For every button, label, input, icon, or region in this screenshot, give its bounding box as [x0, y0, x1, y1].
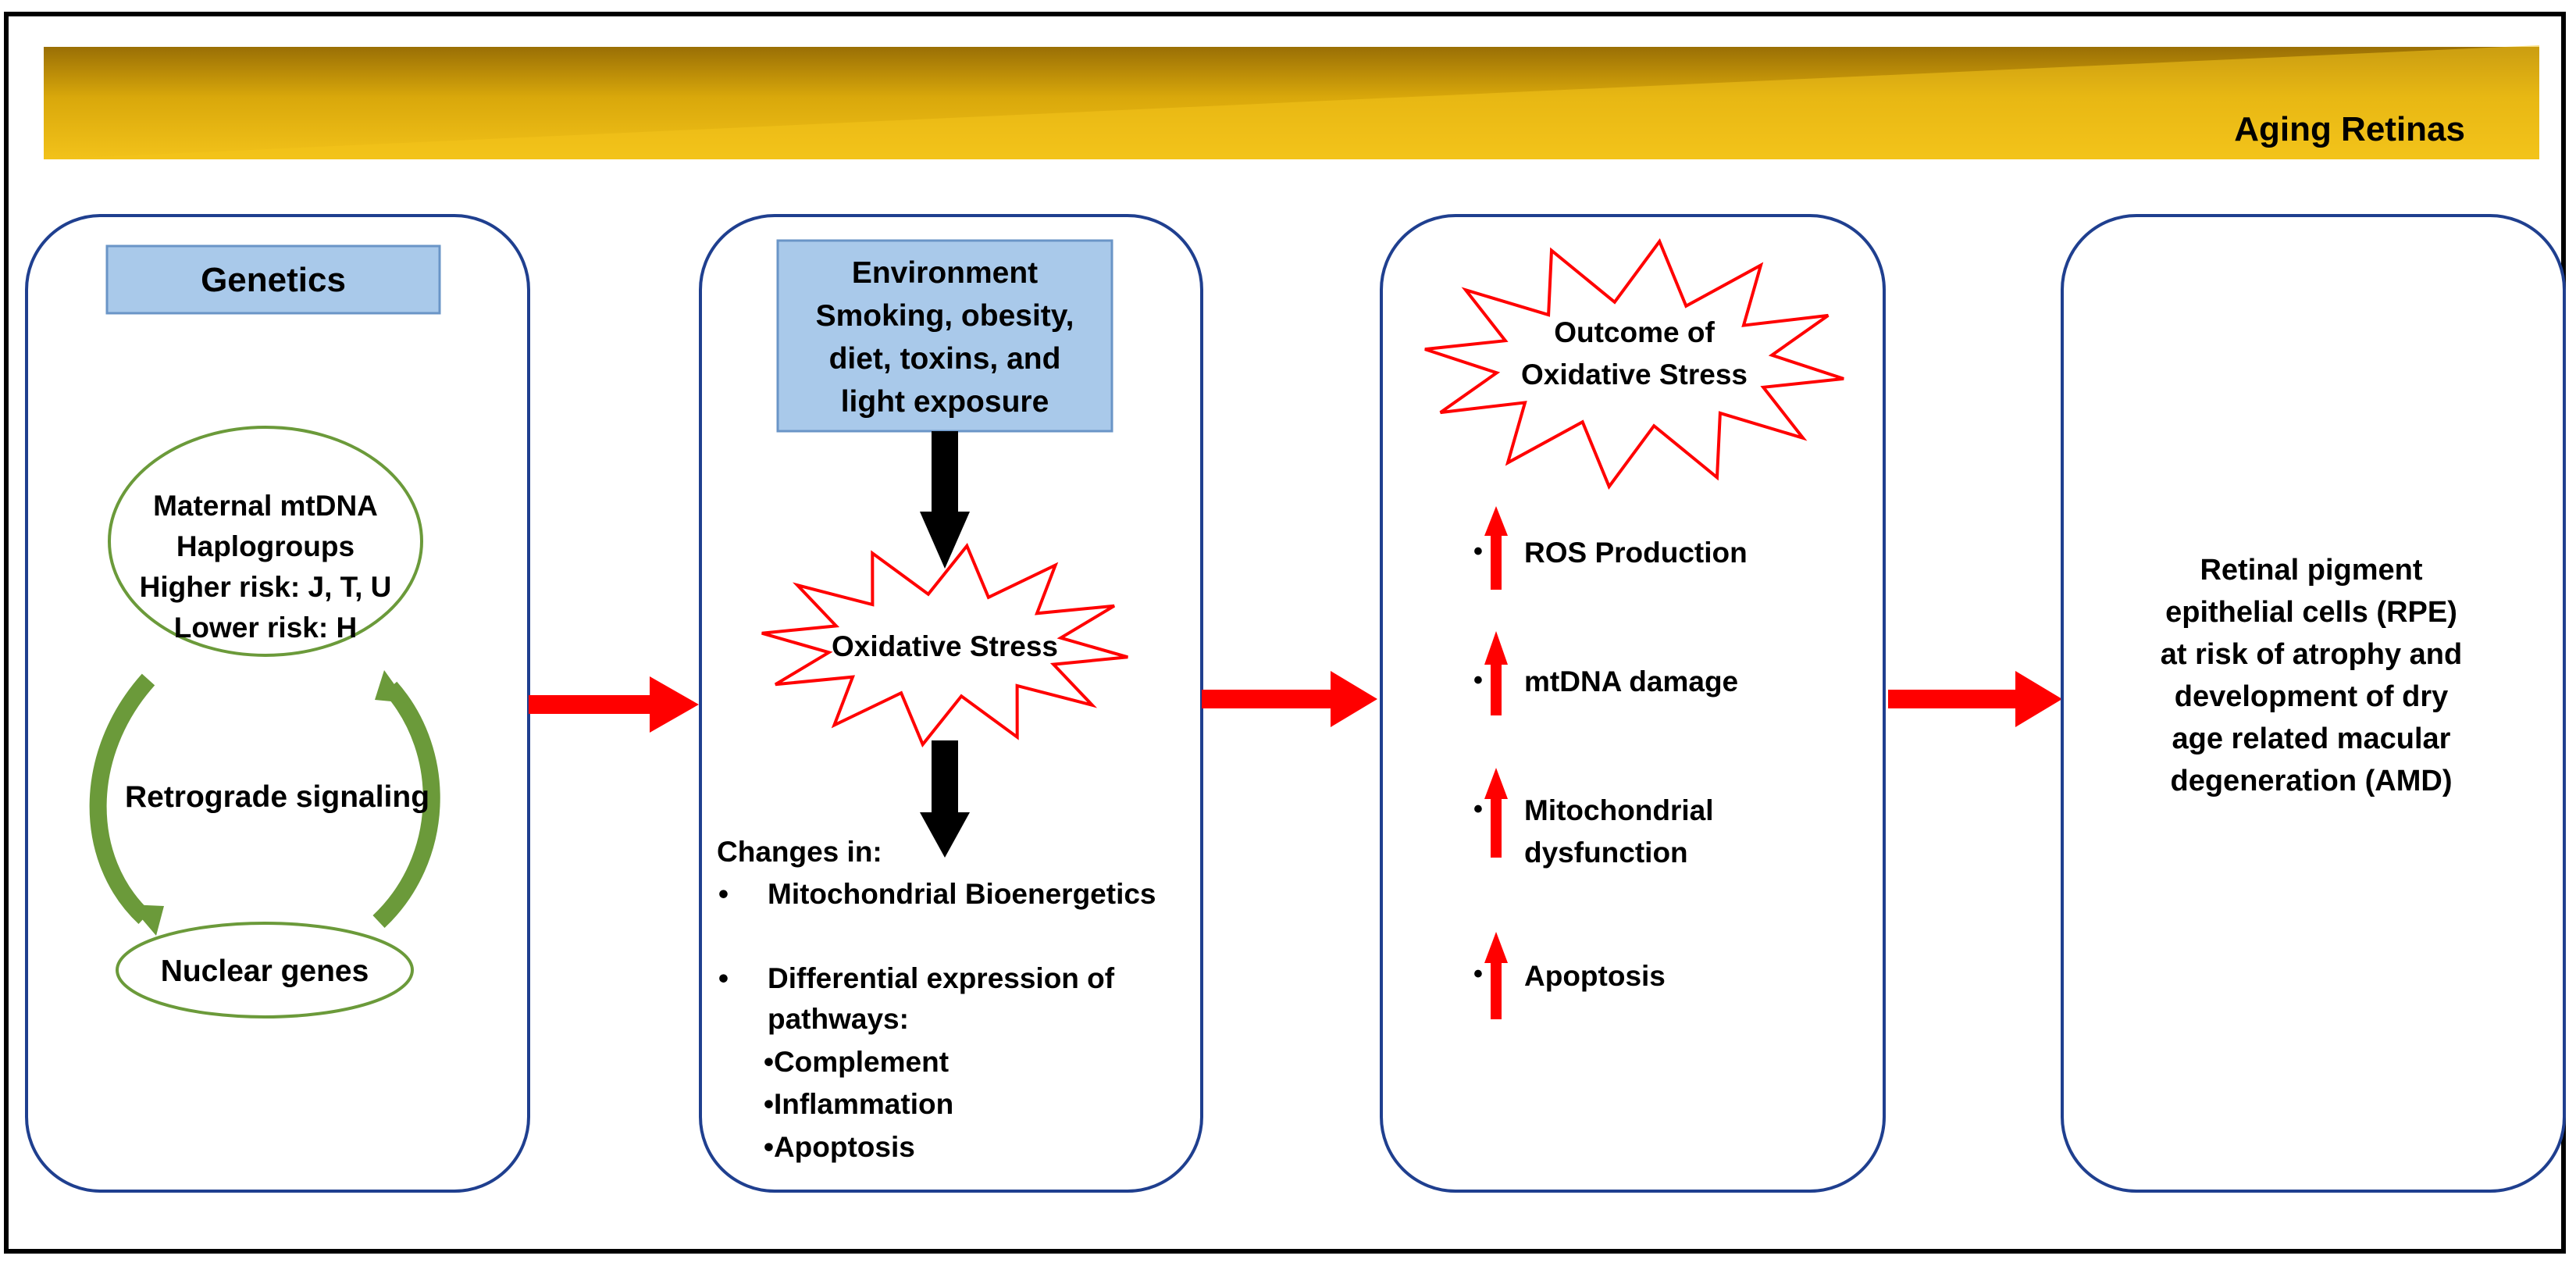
environment-header-line: light exposure: [841, 385, 1049, 419]
outcome-bullet: •: [1473, 794, 1483, 824]
result-line: at risk of atrophy and: [2161, 638, 2462, 671]
panel-border: [2061, 214, 2566, 1193]
flow-arrowhead: [650, 676, 699, 733]
up-arrow-icon: [1484, 932, 1508, 1019]
haplogroup-ellipse: [108, 426, 423, 657]
flow-arrow-shaft: [1202, 690, 1331, 708]
panel-result: Retinal pigment epithelial cells (RPE) a…: [2061, 214, 2566, 1193]
panel-border: [1380, 214, 1886, 1193]
pathway-item: •Inflammation: [764, 1088, 953, 1120]
flow-arrowhead: [1331, 671, 1377, 727]
environment-header-box: [776, 239, 1113, 433]
down-arrowhead: [920, 512, 970, 569]
bullet-text: Mitochondrial Bioenergetics: [768, 878, 1156, 910]
nuclear-genes-label: Nuclear genes: [161, 954, 369, 988]
retrograde-arrowhead-left: [130, 904, 164, 936]
flow-arrow: [529, 676, 699, 733]
retrograde-label: Retrograde signaling: [125, 780, 429, 814]
result-line: degeneration (AMD): [2171, 765, 2453, 797]
panel-genetics: Genetics Maternal mtDNA Haplogroups High…: [25, 214, 530, 1193]
up-arrow-icon: [1484, 768, 1508, 858]
retrograde-arrow-right: [372, 681, 440, 929]
oxidative-stress-label: Oxidative Stress: [832, 630, 1058, 662]
flow-arrow: [1888, 671, 2062, 727]
outcome-item-text: Apoptosis: [1524, 960, 1666, 992]
bullet-continuation: pathways:: [768, 1003, 909, 1035]
flow-arrowhead: [2015, 671, 2062, 727]
panel-border: [25, 214, 530, 1193]
outcome-starburst-line: Oxidative Stress: [1521, 359, 1748, 391]
outcome-bullet: •: [1473, 959, 1483, 989]
panel-outcome: Outcome of Oxidative Stress • ROS Produc…: [1380, 214, 1886, 1193]
retrograde-arrow-left: [89, 673, 155, 925]
outcome-bullet: •: [1473, 537, 1483, 566]
flow-arrow-shaft: [1888, 690, 2015, 708]
down-arrow-shaft: [932, 431, 958, 515]
haplogroup-line: Lower risk: H: [174, 612, 357, 644]
outcome-item-text: mtDNA damage: [1524, 665, 1738, 697]
retrograde-arrowhead-right: [375, 670, 408, 703]
outcome-item-text: dysfunction: [1524, 837, 1688, 869]
flow-arrow-shaft: [529, 695, 650, 714]
title-banner: Aging Retinas: [44, 45, 2539, 159]
environment-header-line: Smoking, obesity,: [816, 299, 1074, 333]
genetics-header: Genetics: [201, 261, 346, 299]
outcome-bullet: •: [1473, 665, 1483, 695]
environment-header-line: diet, toxins, and: [829, 342, 1061, 376]
outcome-starburst-line: Outcome of: [1554, 316, 1715, 348]
haplogroup-line: Maternal mtDNA: [153, 490, 378, 522]
up-arrow-icon: [1484, 631, 1508, 715]
oxidative-stress-starburst: [761, 543, 1128, 747]
nuclear-genes-ellipse: [116, 922, 414, 1018]
flow-arrow: [1202, 671, 1377, 727]
pathway-item: •Apoptosis: [764, 1131, 915, 1163]
bullet-marker: •: [718, 878, 729, 910]
genetics-header-box: [105, 244, 441, 315]
banner-highlight: [44, 45, 2539, 159]
result-line: age related macular: [2172, 722, 2451, 755]
bullet-marker: •: [718, 962, 729, 994]
outcome-item-text: ROS Production: [1524, 537, 1748, 569]
bullet-text: Differential expression of: [768, 962, 1115, 994]
outcome-item-text: Mitochondrial: [1524, 794, 1714, 826]
result-line: Retinal pigment: [2200, 554, 2422, 587]
environment-header-line: Environment: [852, 256, 1038, 290]
pathway-item: •Complement: [764, 1046, 949, 1078]
up-arrow-icon: [1484, 506, 1508, 590]
down-arrow-shaft: [932, 740, 958, 815]
banner-title: Aging Retinas: [2234, 110, 2465, 148]
down-arrowhead: [920, 812, 970, 858]
result-line: epithelial cells (RPE): [2165, 596, 2457, 629]
haplogroup-line: Haplogroups: [176, 530, 355, 562]
outcome-starburst: [1424, 238, 1844, 490]
haplogroup-line: Higher risk: J, T, U: [140, 571, 392, 603]
result-line: development of dry: [2175, 680, 2449, 713]
changes-title: Changes in:: [717, 836, 882, 868]
panel-environment: Environment Smoking, obesity, diet, toxi…: [699, 214, 1203, 1193]
